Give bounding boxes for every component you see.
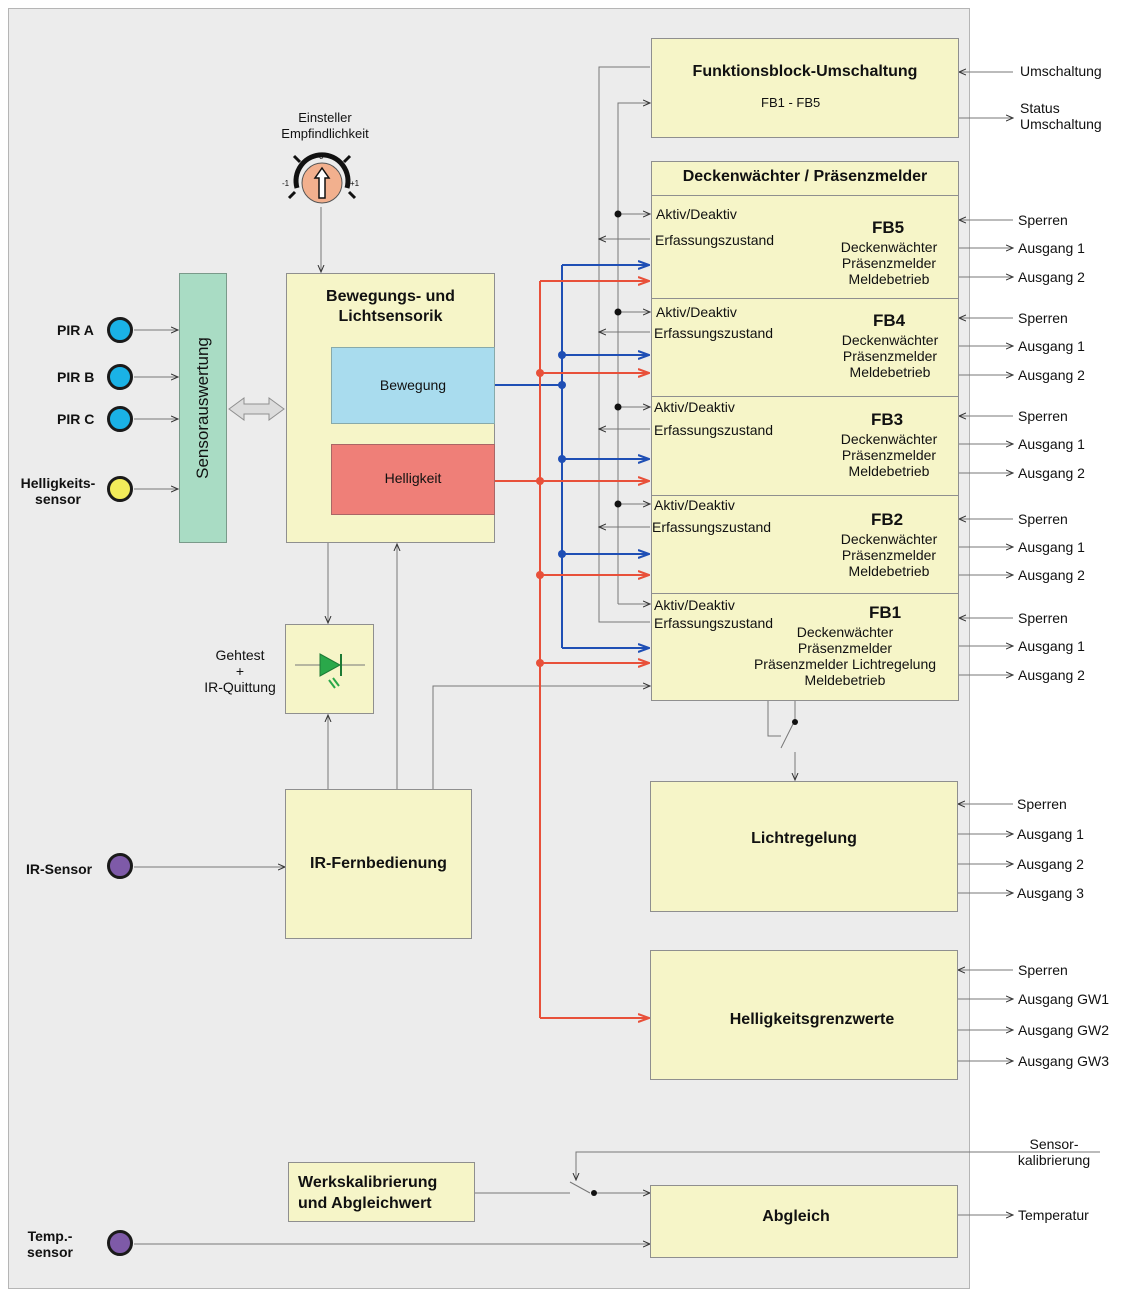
helligkeitssensor-label: Helligkeits-sensor <box>20 475 96 507</box>
fb4-ausgang1-label: Ausgang 1 <box>1018 338 1085 354</box>
fb1-ausgang2-label: Ausgang 2 <box>1018 667 1085 683</box>
pir-c-sensor-icon <box>107 406 133 432</box>
hgw-ausgang-gw3-label: Ausgang GW3 <box>1018 1053 1110 1069</box>
fb5-aktiv-label: Aktiv/Deaktiv <box>656 206 737 222</box>
pir-b-label: PIR B <box>57 369 95 385</box>
helligkeit-block <box>331 444 495 515</box>
fb2-ausgang2-label: Ausgang 2 <box>1018 567 1085 583</box>
ir-sensor-icon <box>107 853 133 879</box>
abgleich-block <box>650 1185 958 1258</box>
sensorkalibrierung-label: Sensor-kalibrierung <box>1017 1136 1091 1168</box>
fb2-sperren-label: Sperren <box>1018 511 1068 527</box>
sensitivity-knob-icon[interactable] <box>281 148 363 210</box>
lichtregelung-sperren-label: Sperren <box>1017 796 1067 812</box>
knob-scale-max: +1 <box>350 179 360 188</box>
lichtregelung-ausgang3-label: Ausgang 3 <box>1017 885 1084 901</box>
umschaltung-input-label: Umschaltung <box>1020 63 1102 79</box>
fb5-name: FB5 <box>872 218 905 237</box>
fb1-name: FB1 <box>869 603 902 622</box>
funktionsblock-title: Funktionsblock-Umschaltung <box>692 63 918 80</box>
helligkeit-label: Helligkeit <box>384 470 442 486</box>
lichtregelung-title: Lichtregelung <box>751 830 857 847</box>
fb3-ausgang2-label: Ausgang 2 <box>1018 465 1085 481</box>
fb4-erfassung-label: Erfassungszustand <box>654 325 774 341</box>
fb5-ausgang1-label: Ausgang 1 <box>1018 240 1085 256</box>
fb2-name: FB2 <box>871 510 904 529</box>
pir-a-label: PIR A <box>57 322 94 338</box>
fb4-aktiv-label: Aktiv/Deaktiv <box>656 304 737 320</box>
knob-scale-min: -1 <box>282 179 290 188</box>
fb5-sperren-label: Sperren <box>1018 212 1068 228</box>
pir-c-label: PIR C <box>57 411 95 427</box>
hgw-ausgang-gw1-label: Ausgang GW1 <box>1018 991 1110 1007</box>
pir-b-sensor-icon <box>107 364 133 390</box>
helligkeitssensor-icon <box>107 476 133 502</box>
fb2-aktiv-label: Aktiv/Deaktiv <box>654 497 735 513</box>
ir-fernbedienung-label: IR-Fernbedienung <box>310 855 447 872</box>
bewegung-block <box>331 347 495 424</box>
deckenwaechter-block <box>651 161 959 701</box>
helligkeitsgrenzwerte-title: Helligkeitsgrenzwerte <box>729 1011 895 1028</box>
pir-a-sensor-icon <box>107 317 133 343</box>
fb3-erfassung-label: Erfassungszustand <box>654 422 774 438</box>
fb2-erfassung-label: Erfassungszustand <box>652 519 772 535</box>
fb3-ausgang1-label: Ausgang 1 <box>1018 436 1085 452</box>
led-icon <box>295 653 365 689</box>
lichtregelung-block <box>650 781 958 912</box>
fb1-sperren-label: Sperren <box>1018 610 1068 626</box>
temperatur-label: Temperatur <box>1018 1207 1089 1223</box>
fb5-erfassung-label: Erfassungszustand <box>655 232 775 248</box>
temp-sensor-label: Temp.-sensor <box>27 1228 73 1260</box>
lichtregelung-ausgang2-label: Ausgang 2 <box>1017 856 1084 872</box>
funktionsblock-subtitle: FB1 - FB5 <box>761 95 821 110</box>
temp-sensor-icon <box>107 1230 133 1256</box>
bewegung-label: Bewegung <box>379 377 447 393</box>
fb4-sperren-label: Sperren <box>1018 310 1068 326</box>
fb5-ausgang2-label: Ausgang 2 <box>1018 269 1085 285</box>
fb3-sperren-label: Sperren <box>1018 408 1068 424</box>
ir-sensor-label: IR-Sensor <box>26 861 93 877</box>
fb3-name: FB3 <box>871 410 904 429</box>
abgleich-title: Abgleich <box>762 1208 830 1225</box>
funktionsblock-umschaltung-block <box>651 38 959 138</box>
fb4-ausgang2-label: Ausgang 2 <box>1018 367 1085 383</box>
helligkeitsgrenzwerte-block <box>650 950 958 1080</box>
fb3-aktiv-label: Aktiv/Deaktiv <box>654 399 735 415</box>
sensorauswertung-block <box>179 273 227 543</box>
lichtregelung-ausgang1-label: Ausgang 1 <box>1017 826 1084 842</box>
knob-scale-mid: 0 <box>319 152 324 161</box>
fb2-ausgang1-label: Ausgang 1 <box>1018 539 1085 555</box>
ir-fernbedienung-block <box>285 789 472 939</box>
fb1-aktiv-label: Aktiv/Deaktiv <box>654 597 735 613</box>
hgw-ausgang-gw2-label: Ausgang GW2 <box>1018 1022 1110 1038</box>
hgw-sperren-label: Sperren <box>1018 962 1068 978</box>
sensorauswertung-label: Sensorauswertung <box>193 337 212 479</box>
gehtest-label: Gehtest+IR-Quittung <box>204 647 276 695</box>
fb1-erfassung-label: Erfassungszustand <box>654 615 774 631</box>
deckenwaechter-title: Deckenwächter / Präsenzmelder <box>682 168 928 185</box>
fb1-ausgang1-label: Ausgang 1 <box>1018 638 1085 654</box>
werkskalibrierung-block <box>288 1162 475 1222</box>
fb4-name: FB4 <box>873 311 906 330</box>
